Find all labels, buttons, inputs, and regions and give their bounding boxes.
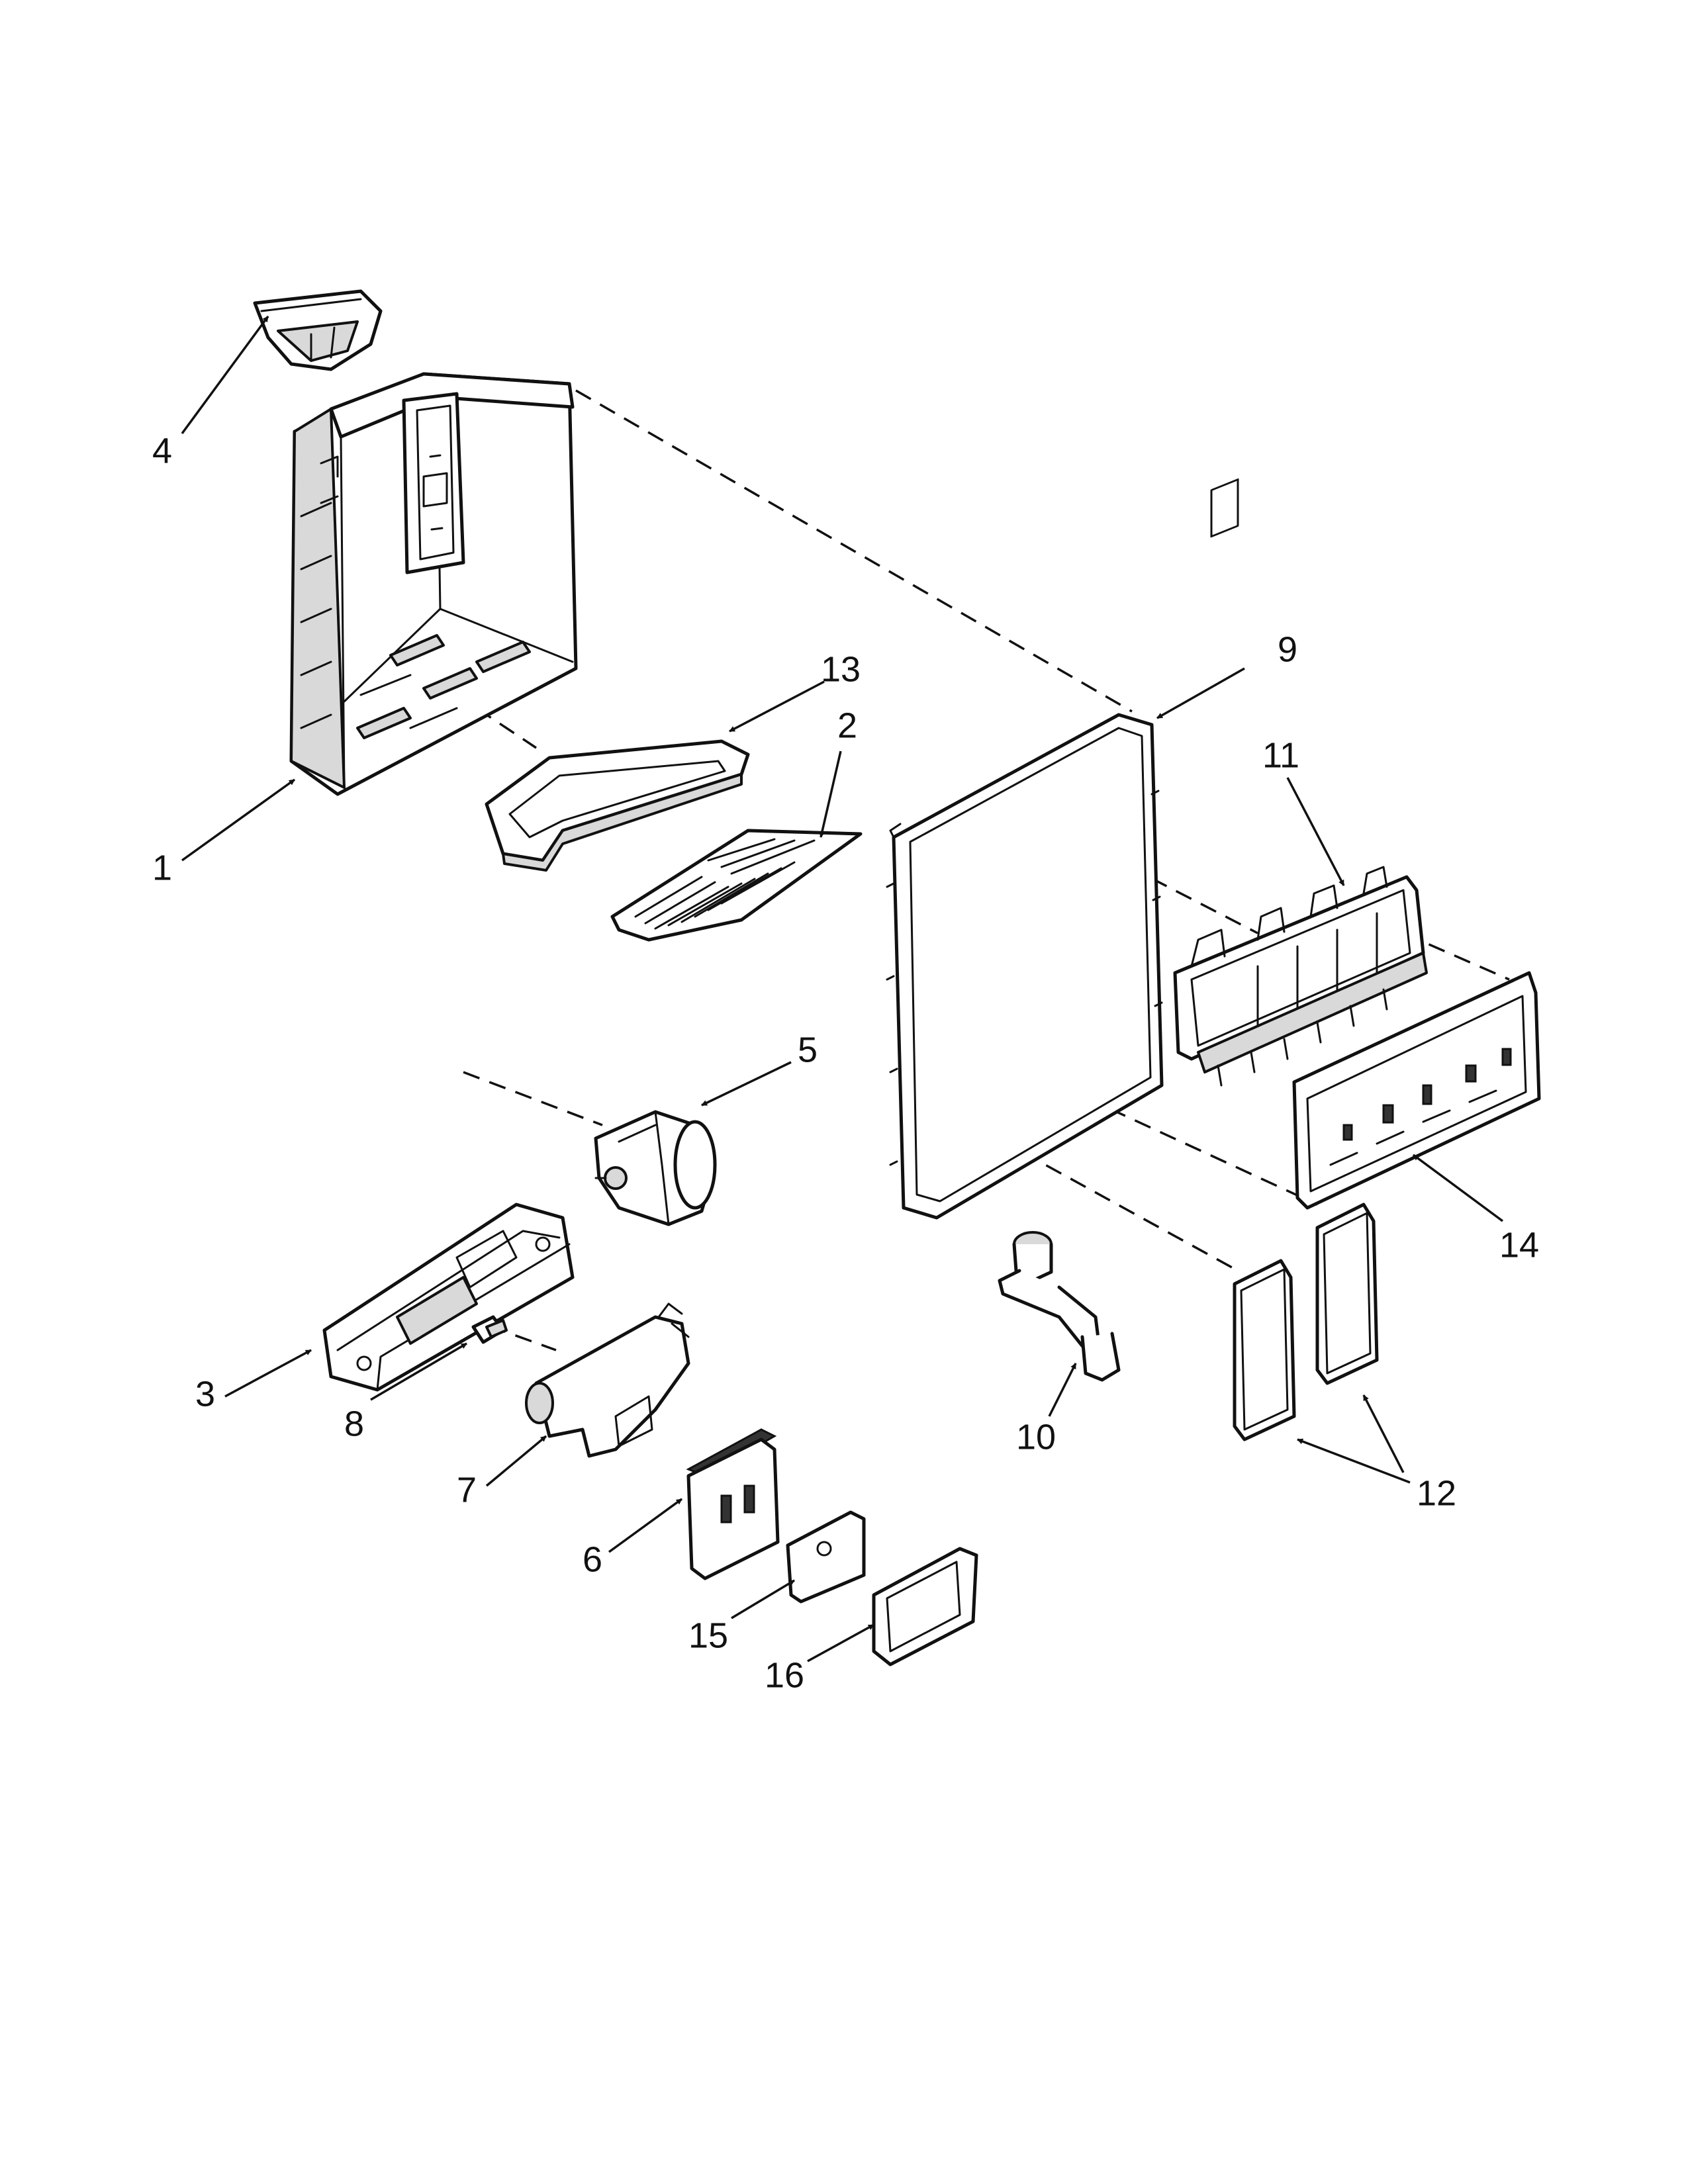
part-8-screw xyxy=(471,1315,508,1344)
part-6-switch-block xyxy=(686,1428,780,1580)
callout-15: 15 xyxy=(688,1615,728,1655)
callout-13: 13 xyxy=(821,649,861,689)
callout-4: 4 xyxy=(152,431,172,471)
callout-16: 16 xyxy=(765,1655,804,1695)
leader-arrows xyxy=(181,315,1504,1662)
callout-14: 14 xyxy=(1499,1225,1539,1265)
callout-12: 12 xyxy=(1417,1473,1456,1513)
callout-5: 5 xyxy=(798,1030,818,1069)
callout-labels: 4 1 13 2 9 11 5 14 3 8 7 6 10 12 15 16 xyxy=(152,431,1539,1695)
part-16-cover-pad xyxy=(872,1547,978,1666)
callout-11: 11 xyxy=(1262,735,1299,775)
callout-7: 7 xyxy=(457,1470,477,1510)
callout-2: 2 xyxy=(837,705,857,745)
part-14-control-panel xyxy=(1292,971,1541,1210)
callout-3: 3 xyxy=(195,1374,215,1414)
part-5-motor xyxy=(594,1110,717,1226)
part-10-water-fitting xyxy=(998,1231,1121,1382)
part-13-tray-frame xyxy=(485,739,750,872)
part-3-bracket xyxy=(322,1203,575,1392)
callout-9: 9 xyxy=(1278,629,1297,669)
part-11-control-housing xyxy=(1173,478,1428,1087)
part-9-dispenser-frame xyxy=(886,713,1164,1220)
callout-8: 8 xyxy=(344,1404,364,1443)
part-2-grille xyxy=(610,829,863,942)
part-4-cup xyxy=(253,289,383,371)
part-7-actuator xyxy=(525,1302,690,1458)
callout-1: 1 xyxy=(152,848,172,887)
callout-10: 10 xyxy=(1016,1417,1056,1457)
part-1-ice-bin-housing xyxy=(289,372,578,796)
part-15-small-pad xyxy=(786,1510,866,1604)
part-12-pads xyxy=(1233,1203,1379,1441)
callout-6: 6 xyxy=(583,1539,602,1579)
